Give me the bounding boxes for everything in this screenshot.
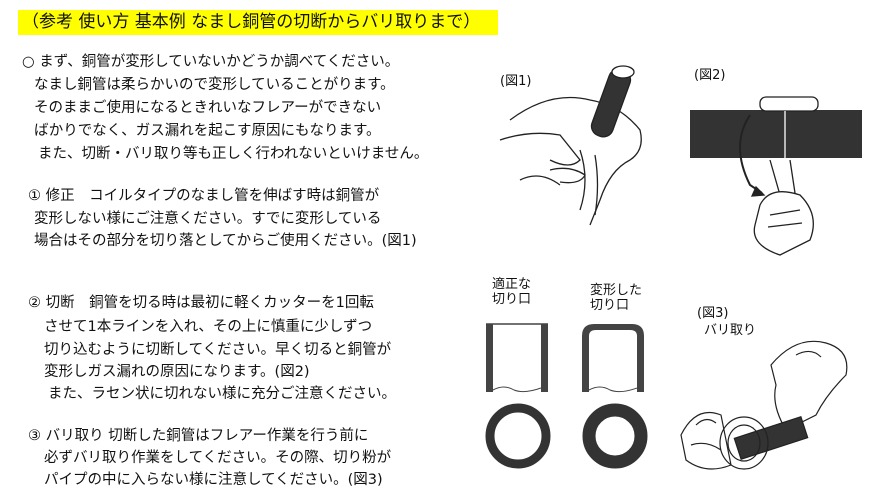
intro-line: なまし銅管は柔らかいので変形していることがります。 bbox=[34, 77, 395, 93]
fig1-label: (図1) bbox=[500, 74, 532, 89]
step2-line: ② 切断 銅管を切る時は最初に軽くカッターを1回転 bbox=[28, 295, 374, 311]
intro-line: ○ まず、銅管が変形していないかどうか調べてください。 bbox=[22, 54, 400, 70]
proper-cut-label-line1: 適正な bbox=[492, 277, 532, 292]
deformed-cut-label-line2: 切り口 bbox=[590, 298, 630, 313]
page-title: （参考 使い方 基本例 なまし銅管の切断からバリ取りまで） bbox=[18, 10, 498, 35]
fig3-illustration bbox=[680, 340, 848, 470]
fig3-label: (図3) bbox=[697, 306, 729, 321]
fig2-illustration bbox=[690, 96, 862, 256]
step2-line: させて1本ラインを入れ、その上に慎重に少しずつ bbox=[44, 319, 373, 335]
proper-cut-label-line2: 切り口 bbox=[492, 292, 532, 307]
deformed-cut-label-line1: 変形した bbox=[590, 283, 643, 298]
step1-line: 場合はその部分を切り落としてからご使用ください。(図1) bbox=[34, 233, 417, 249]
intro-line: そのままご使用になるときれいなフレアーができない bbox=[34, 100, 382, 116]
step1-line: 変形しない様にご注意ください。すでに変形している bbox=[34, 211, 382, 227]
fig3-caption: バリ取り bbox=[704, 323, 757, 338]
step3-line: 必ずバリ取り作業をしてください。その際、切り粉が bbox=[44, 450, 392, 466]
step3-line: ③ バリ取り 切断した銅管はフレアー作業を行う前に bbox=[28, 428, 369, 444]
step1-line: ① 修正 コイルタイプのなまし管を伸ばす時は銅管が bbox=[28, 188, 380, 204]
step2-line: 変形しガス漏れの原因になります。(図2) bbox=[44, 364, 310, 380]
deformed-cut-ring bbox=[582, 403, 648, 469]
fig2-label: (図2) bbox=[694, 68, 726, 83]
step2-line: 切り込むように切断してください。早く切ると銅管が bbox=[44, 342, 392, 358]
proper-cut-pipe-side bbox=[486, 323, 548, 393]
fig1-illustration bbox=[499, 65, 642, 226]
intro-line: また、切断・バリ取り等も正しく行われないといけません。 bbox=[38, 146, 429, 162]
step3-line: パイプの中に入らない様に注意してください。(図3) bbox=[44, 472, 383, 488]
intro-line: ばかりでなく、ガス漏れを起こす原因にもなります。 bbox=[34, 123, 381, 139]
step2-line: また、ラセン状に切れない様に充分ご注意ください。 bbox=[48, 386, 396, 402]
deformed-cut-pipe-side bbox=[582, 324, 644, 393]
proper-cut-ring bbox=[485, 403, 551, 469]
